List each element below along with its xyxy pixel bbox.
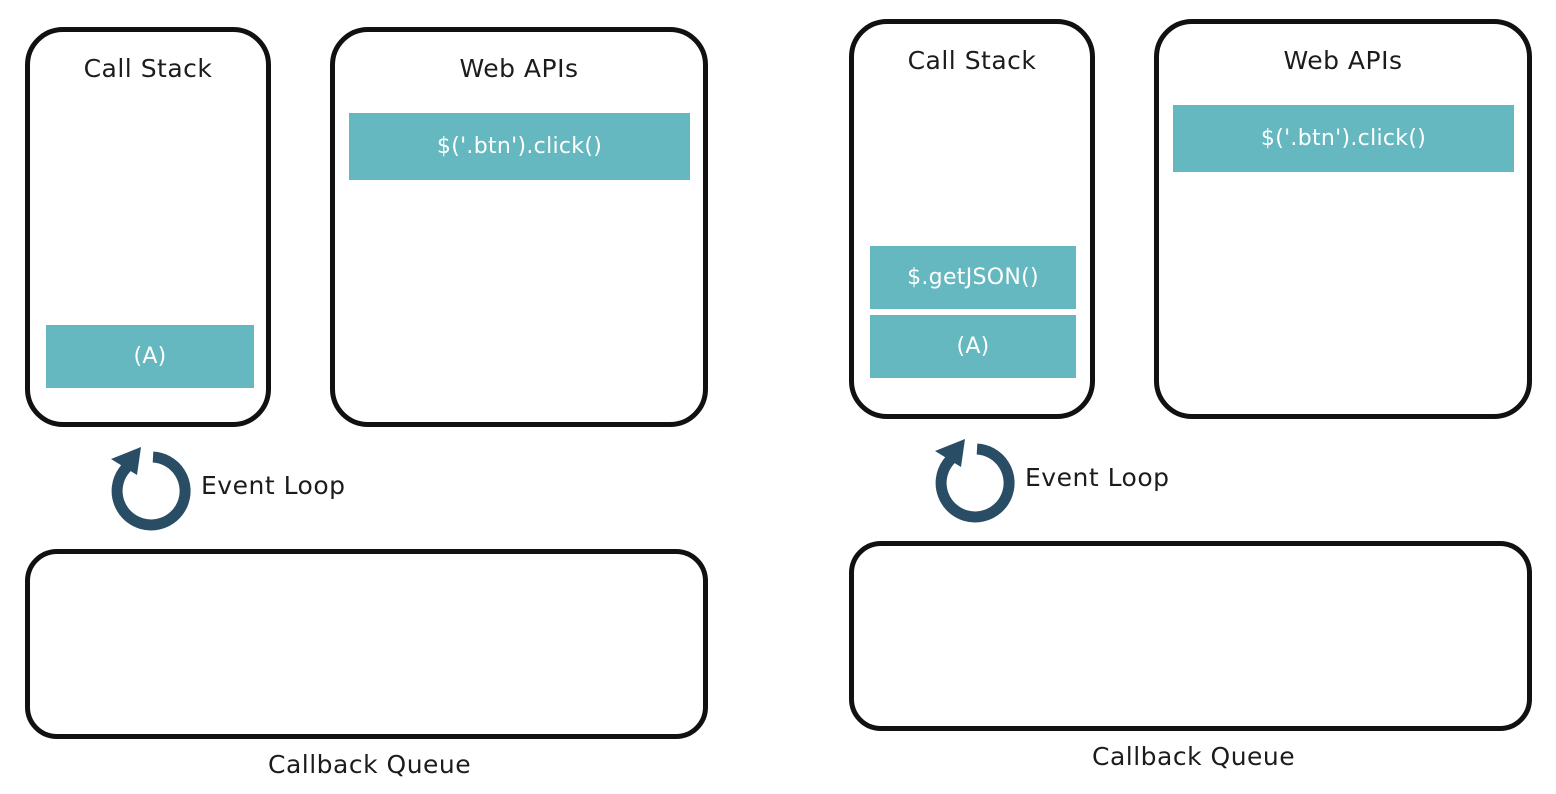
callback-queue-label: Callback Queue [268, 750, 472, 779]
callback-queue-box [25, 549, 708, 739]
web-apis-title: Web APIs [459, 54, 579, 83]
diagram-panel-2: Call Stack $.getJSON() (A) Web APIs $('.… [824, 0, 1556, 786]
callback-queue-box [849, 541, 1532, 731]
web-api-item: $('.btn').click() [349, 113, 690, 180]
call-stack-frame-getjson: $.getJSON() [870, 246, 1076, 309]
event-loop-label: Event Loop [1025, 463, 1170, 492]
call-stack-title: Call Stack [83, 54, 213, 83]
web-apis-box: Web APIs [1154, 19, 1532, 419]
call-stack-title: Call Stack [907, 46, 1037, 75]
web-apis-box: Web APIs [330, 27, 708, 427]
diagram-panel-1: Call Stack (A) Web APIs $('.btn').click(… [25, 27, 708, 779]
refresh-cycle-icon [935, 439, 1015, 523]
call-stack-frame: (A) [46, 325, 254, 388]
callback-queue-label: Callback Queue [1092, 742, 1296, 771]
web-apis-title: Web APIs [1283, 46, 1403, 75]
call-stack-frame-a: (A) [870, 315, 1076, 378]
web-api-item: $('.btn').click() [1173, 105, 1514, 172]
refresh-cycle-icon [111, 447, 191, 531]
event-loop-label: Event Loop [201, 471, 346, 500]
